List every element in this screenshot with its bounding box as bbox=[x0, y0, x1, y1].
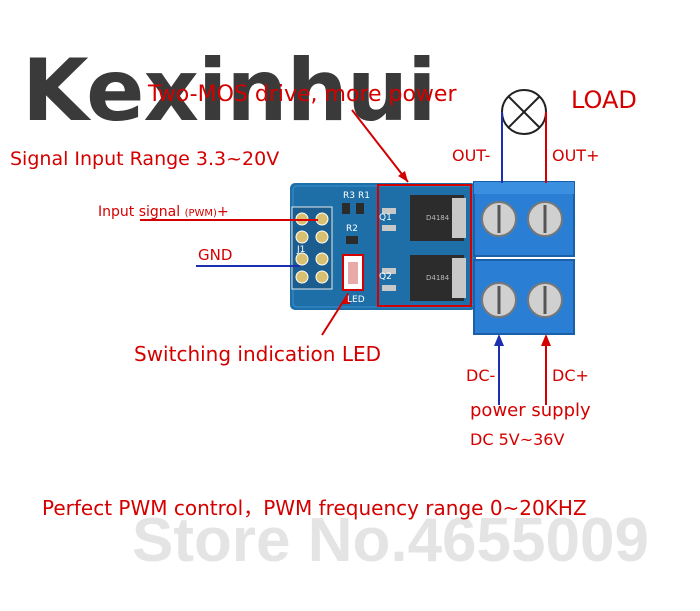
brand-logo: Kexinhui bbox=[22, 41, 437, 141]
dc-minus-label: DC- bbox=[466, 366, 496, 385]
mosfet-q1 bbox=[382, 195, 466, 241]
load-lamp-symbol bbox=[501, 89, 547, 135]
input-signal-label: Input signal (PWM)+ bbox=[98, 205, 229, 219]
out-minus-label: OUT- bbox=[452, 146, 491, 165]
gnd-label: GND bbox=[198, 246, 233, 264]
terminal-block-power bbox=[473, 259, 575, 335]
mosfet-highlight bbox=[377, 184, 472, 307]
silk-r1: R1 bbox=[358, 191, 370, 201]
silk-q1: Q1 bbox=[379, 213, 392, 223]
mosfet-q2-marking: D4184 bbox=[426, 274, 450, 282]
dc-plus-label: DC+ bbox=[552, 366, 589, 385]
arrow-headline bbox=[351, 109, 409, 183]
store-watermark: Store No.4655009 bbox=[132, 506, 649, 575]
mosfet-q1-marking: D4184 bbox=[426, 214, 450, 222]
plus-sign: + bbox=[216, 204, 229, 220]
load-label: LOAD bbox=[571, 86, 637, 114]
silk-q2: Q2 bbox=[379, 272, 392, 282]
silk-r2: R2 bbox=[346, 224, 358, 234]
dc-range-label: DC 5V~36V bbox=[470, 430, 565, 449]
signal-range-label: Signal Input Range 3.3~20V bbox=[10, 148, 280, 170]
resistor-r1 bbox=[356, 203, 364, 214]
power-supply-label: power supply bbox=[470, 400, 591, 421]
silk-led: LED bbox=[347, 295, 365, 305]
pwm-tag: (PWM) bbox=[184, 208, 217, 219]
mosfet-q2 bbox=[382, 255, 466, 301]
out-plus-label: OUT+ bbox=[552, 146, 600, 165]
terminal-block-output bbox=[473, 181, 575, 257]
input-signal-text: Input signal bbox=[98, 204, 181, 220]
headline-label: Two-MOS drive, more power bbox=[148, 82, 457, 107]
resistor-r3 bbox=[342, 203, 350, 214]
footer-label: Perfect PWM control，PWM frequency range … bbox=[42, 496, 587, 520]
silk-r3: R3 bbox=[343, 191, 355, 201]
switching-led-label: Switching indication LED bbox=[134, 342, 381, 366]
resistor-r2 bbox=[346, 236, 358, 244]
silk-j1: J1 bbox=[296, 245, 305, 255]
